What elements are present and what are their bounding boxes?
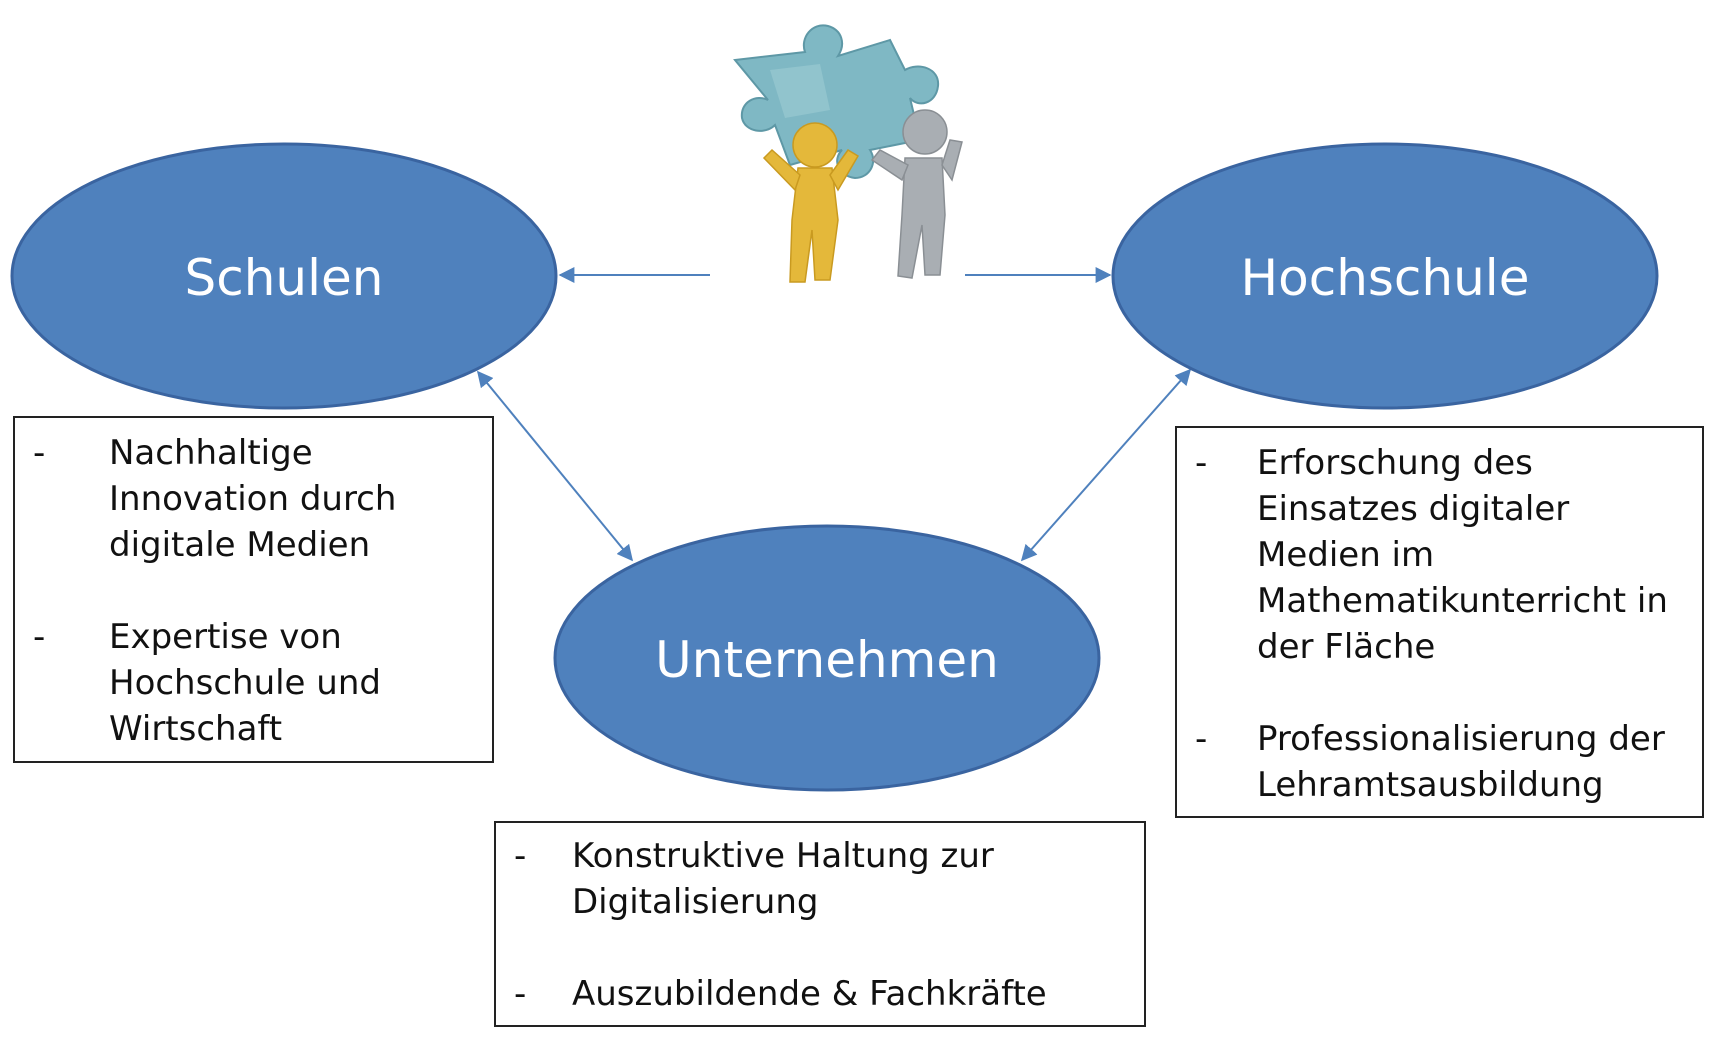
node-unternehmen: Unternehmen	[553, 524, 1101, 792]
bullet-dash: -	[33, 433, 46, 473]
schulen-goals-box: - Nachhaltige Innovation durch digitale …	[13, 416, 494, 763]
bullet-dash: -	[1195, 719, 1208, 759]
unternehmen-item-1: Konstruktive Haltung zur Digitalisierung	[572, 836, 994, 922]
bullet-dash: -	[514, 836, 527, 876]
node-schulen: Schulen	[10, 142, 558, 410]
schulen-item-2: Expertise von Hochschule und Wirtschaft	[109, 617, 381, 749]
node-label-schulen: Schulen	[185, 249, 384, 307]
list-item: - Expertise von Hochschule und Wirtschaf…	[33, 614, 473, 752]
node-label-unternehmen: Unternehmen	[655, 631, 999, 689]
hochschule-goals-box: - Erforschung des Einsatzes digitaler Me…	[1175, 426, 1704, 818]
arrow-hochschule-unternehmen	[1020, 368, 1192, 562]
hochschule-item-2: Professionalisierung der Lehramtsausbild…	[1257, 719, 1665, 805]
bullet-dash: -	[514, 974, 527, 1014]
unternehmen-goals-box: - Konstruktive Haltung zur Digitalisieru…	[494, 821, 1146, 1027]
bullet-dash: -	[1195, 443, 1208, 483]
puzzle-teamwork-icon	[733, 24, 963, 283]
unternehmen-item-2: Auszubildende & Fachkräfte	[572, 974, 1047, 1014]
list-item: - Erforschung des Einsatzes digitaler Me…	[1195, 440, 1695, 670]
list-item: - Nachhaltige Innovation durch digitale …	[33, 430, 473, 568]
list-item: - Auszubildende & Fachkräfte	[514, 971, 1134, 1017]
hochschule-item-1: Erforschung des Einsatzes digitaler Medi…	[1257, 443, 1668, 667]
node-hochschule: Hochschule	[1111, 142, 1659, 410]
arrow-schulen-unternehmen	[476, 370, 634, 562]
list-item: - Professionalisierung der Lehramtsausbi…	[1195, 716, 1695, 808]
schulen-item-1: Nachhaltige Innovation durch digitale Me…	[109, 433, 397, 565]
node-label-hochschule: Hochschule	[1241, 249, 1530, 307]
list-item: - Konstruktive Haltung zur Digitalisieru…	[514, 833, 1134, 925]
bullet-dash: -	[33, 617, 46, 657]
